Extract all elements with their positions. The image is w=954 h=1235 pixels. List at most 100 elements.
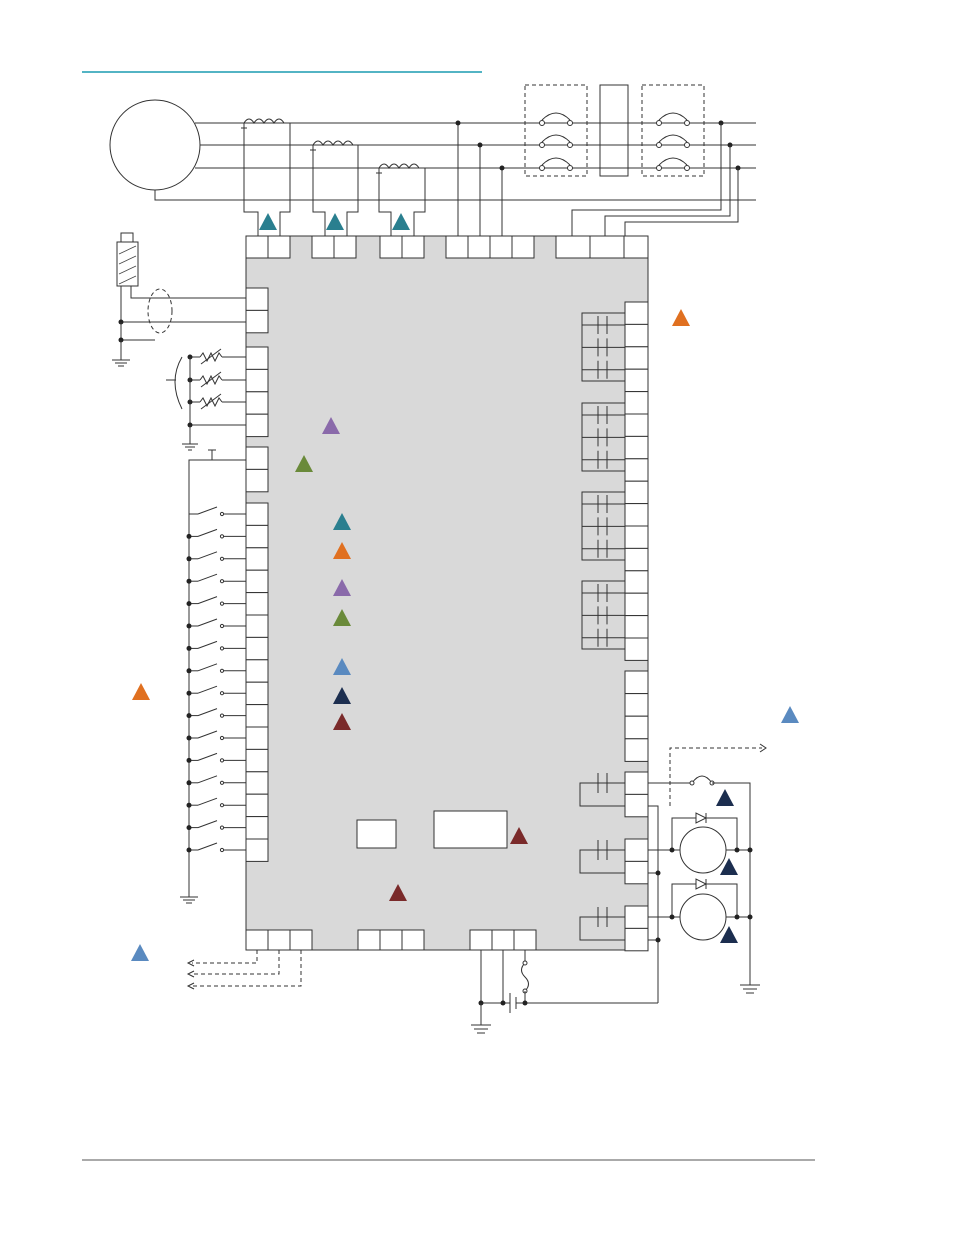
switch-node [186, 556, 192, 562]
switch-blade [197, 573, 218, 582]
switch-contact [219, 780, 225, 785]
left-terminal [245, 748, 269, 773]
sender-arrow [200, 393, 222, 410]
left-terminal [245, 681, 269, 706]
analog-outputs-marker-icon[interactable] [131, 944, 149, 961]
magnetic-pickup [112, 232, 246, 367]
switch-node [186, 578, 192, 584]
ct-c-marker-icon[interactable] [392, 213, 410, 230]
switch-contact [219, 511, 225, 517]
legend-marker-8-icon[interactable] [333, 687, 351, 704]
output-contacts [579, 773, 625, 941]
legend-marker-4-icon[interactable] [333, 542, 351, 559]
switch-blade [197, 752, 218, 761]
right-terminal [624, 413, 649, 437]
right-terminal [624, 838, 649, 862]
sender-resistor [199, 351, 223, 363]
left-terminal [245, 468, 269, 493]
analog-output-lines [186, 950, 302, 990]
right-terminal [624, 525, 649, 549]
switch-blade [197, 506, 218, 515]
display-marker-icon[interactable] [510, 827, 528, 844]
switch-blade [197, 820, 218, 829]
left-terminal [245, 547, 269, 571]
left-terminal [245, 309, 269, 334]
legend-marker-2-icon[interactable] [295, 455, 313, 472]
controller-marker-icon[interactable] [389, 884, 407, 901]
right-terminal [624, 693, 649, 717]
alternator-output-marker-icon[interactable] [781, 706, 799, 723]
right-terminal [624, 927, 649, 952]
large-display-window [433, 810, 508, 849]
legend-marker-9-icon[interactable] [333, 713, 351, 730]
switch-node [186, 825, 192, 831]
legend-marker-6-icon[interactable] [333, 609, 351, 626]
switch-contact [219, 601, 225, 606]
digital-inputs-marker-icon[interactable] [132, 683, 150, 700]
right-terminal [624, 547, 649, 572]
right-terminal-column [624, 301, 649, 952]
switch-contact [219, 825, 225, 830]
switch-blade [197, 528, 218, 537]
right-terminal [624, 323, 649, 348]
left-terminal [245, 368, 269, 393]
right-terminal [624, 458, 649, 482]
left-terminal [245, 838, 269, 862]
switch-blade [197, 842, 218, 851]
ct-b-marker-icon[interactable] [326, 213, 344, 230]
switch-node [186, 645, 192, 651]
legend-marker-1-icon[interactable] [322, 417, 340, 434]
right-terminal [624, 368, 649, 393]
right-terminal [624, 503, 649, 527]
left-terminal [245, 726, 269, 750]
phase-lines [154, 122, 756, 201]
right-terminal [624, 905, 649, 929]
switch-contact [219, 646, 225, 651]
left-terminal [245, 793, 269, 818]
switch-blade [197, 708, 218, 717]
right-terminal [624, 391, 649, 415]
switch-blade [197, 775, 218, 784]
switch-blade [197, 663, 218, 672]
legend-marker-5-icon[interactable] [333, 579, 351, 596]
switch-contact [219, 735, 225, 741]
relay-outputs-marker-icon[interactable] [672, 309, 690, 326]
right-terminal [624, 346, 649, 370]
current-transformers [241, 118, 426, 236]
switch-node [186, 601, 192, 607]
switch-node [186, 802, 192, 808]
fuse-output-marker-icon[interactable] [716, 789, 734, 806]
switch-contact [219, 623, 225, 629]
switch-node [186, 757, 192, 763]
motor-1-marker-icon[interactable] [720, 858, 738, 875]
legend-marker-3-icon[interactable] [333, 513, 351, 530]
left-terminal [245, 704, 269, 728]
right-terminal [624, 480, 649, 505]
left-terminal [245, 502, 269, 526]
switch-contact [219, 758, 225, 763]
switch-node [186, 623, 192, 629]
switch-contact [219, 803, 225, 808]
right-terminal [624, 860, 649, 885]
switch-blade [197, 685, 218, 694]
top-terminal-strip [245, 235, 649, 259]
left-terminal [245, 524, 269, 549]
legend-marker-7-icon[interactable] [333, 658, 351, 675]
switch-node [186, 735, 192, 741]
switch-node [186, 690, 192, 696]
right-terminal [624, 435, 649, 460]
ct-a-marker-icon[interactable] [259, 213, 277, 230]
bus-sense-taps [571, 120, 741, 236]
relay-contacts [581, 312, 625, 650]
left-terminal [245, 636, 269, 661]
right-terminal [624, 793, 649, 818]
switch-blade [197, 618, 218, 627]
right-terminal [624, 670, 649, 695]
left-terminal [245, 816, 269, 840]
left-terminal [245, 614, 269, 638]
switch-blade [197, 551, 218, 560]
left-terminal [245, 592, 269, 616]
motor-2-marker-icon[interactable] [720, 926, 738, 943]
switch-contact [219, 579, 225, 584]
right-terminal [624, 615, 649, 639]
